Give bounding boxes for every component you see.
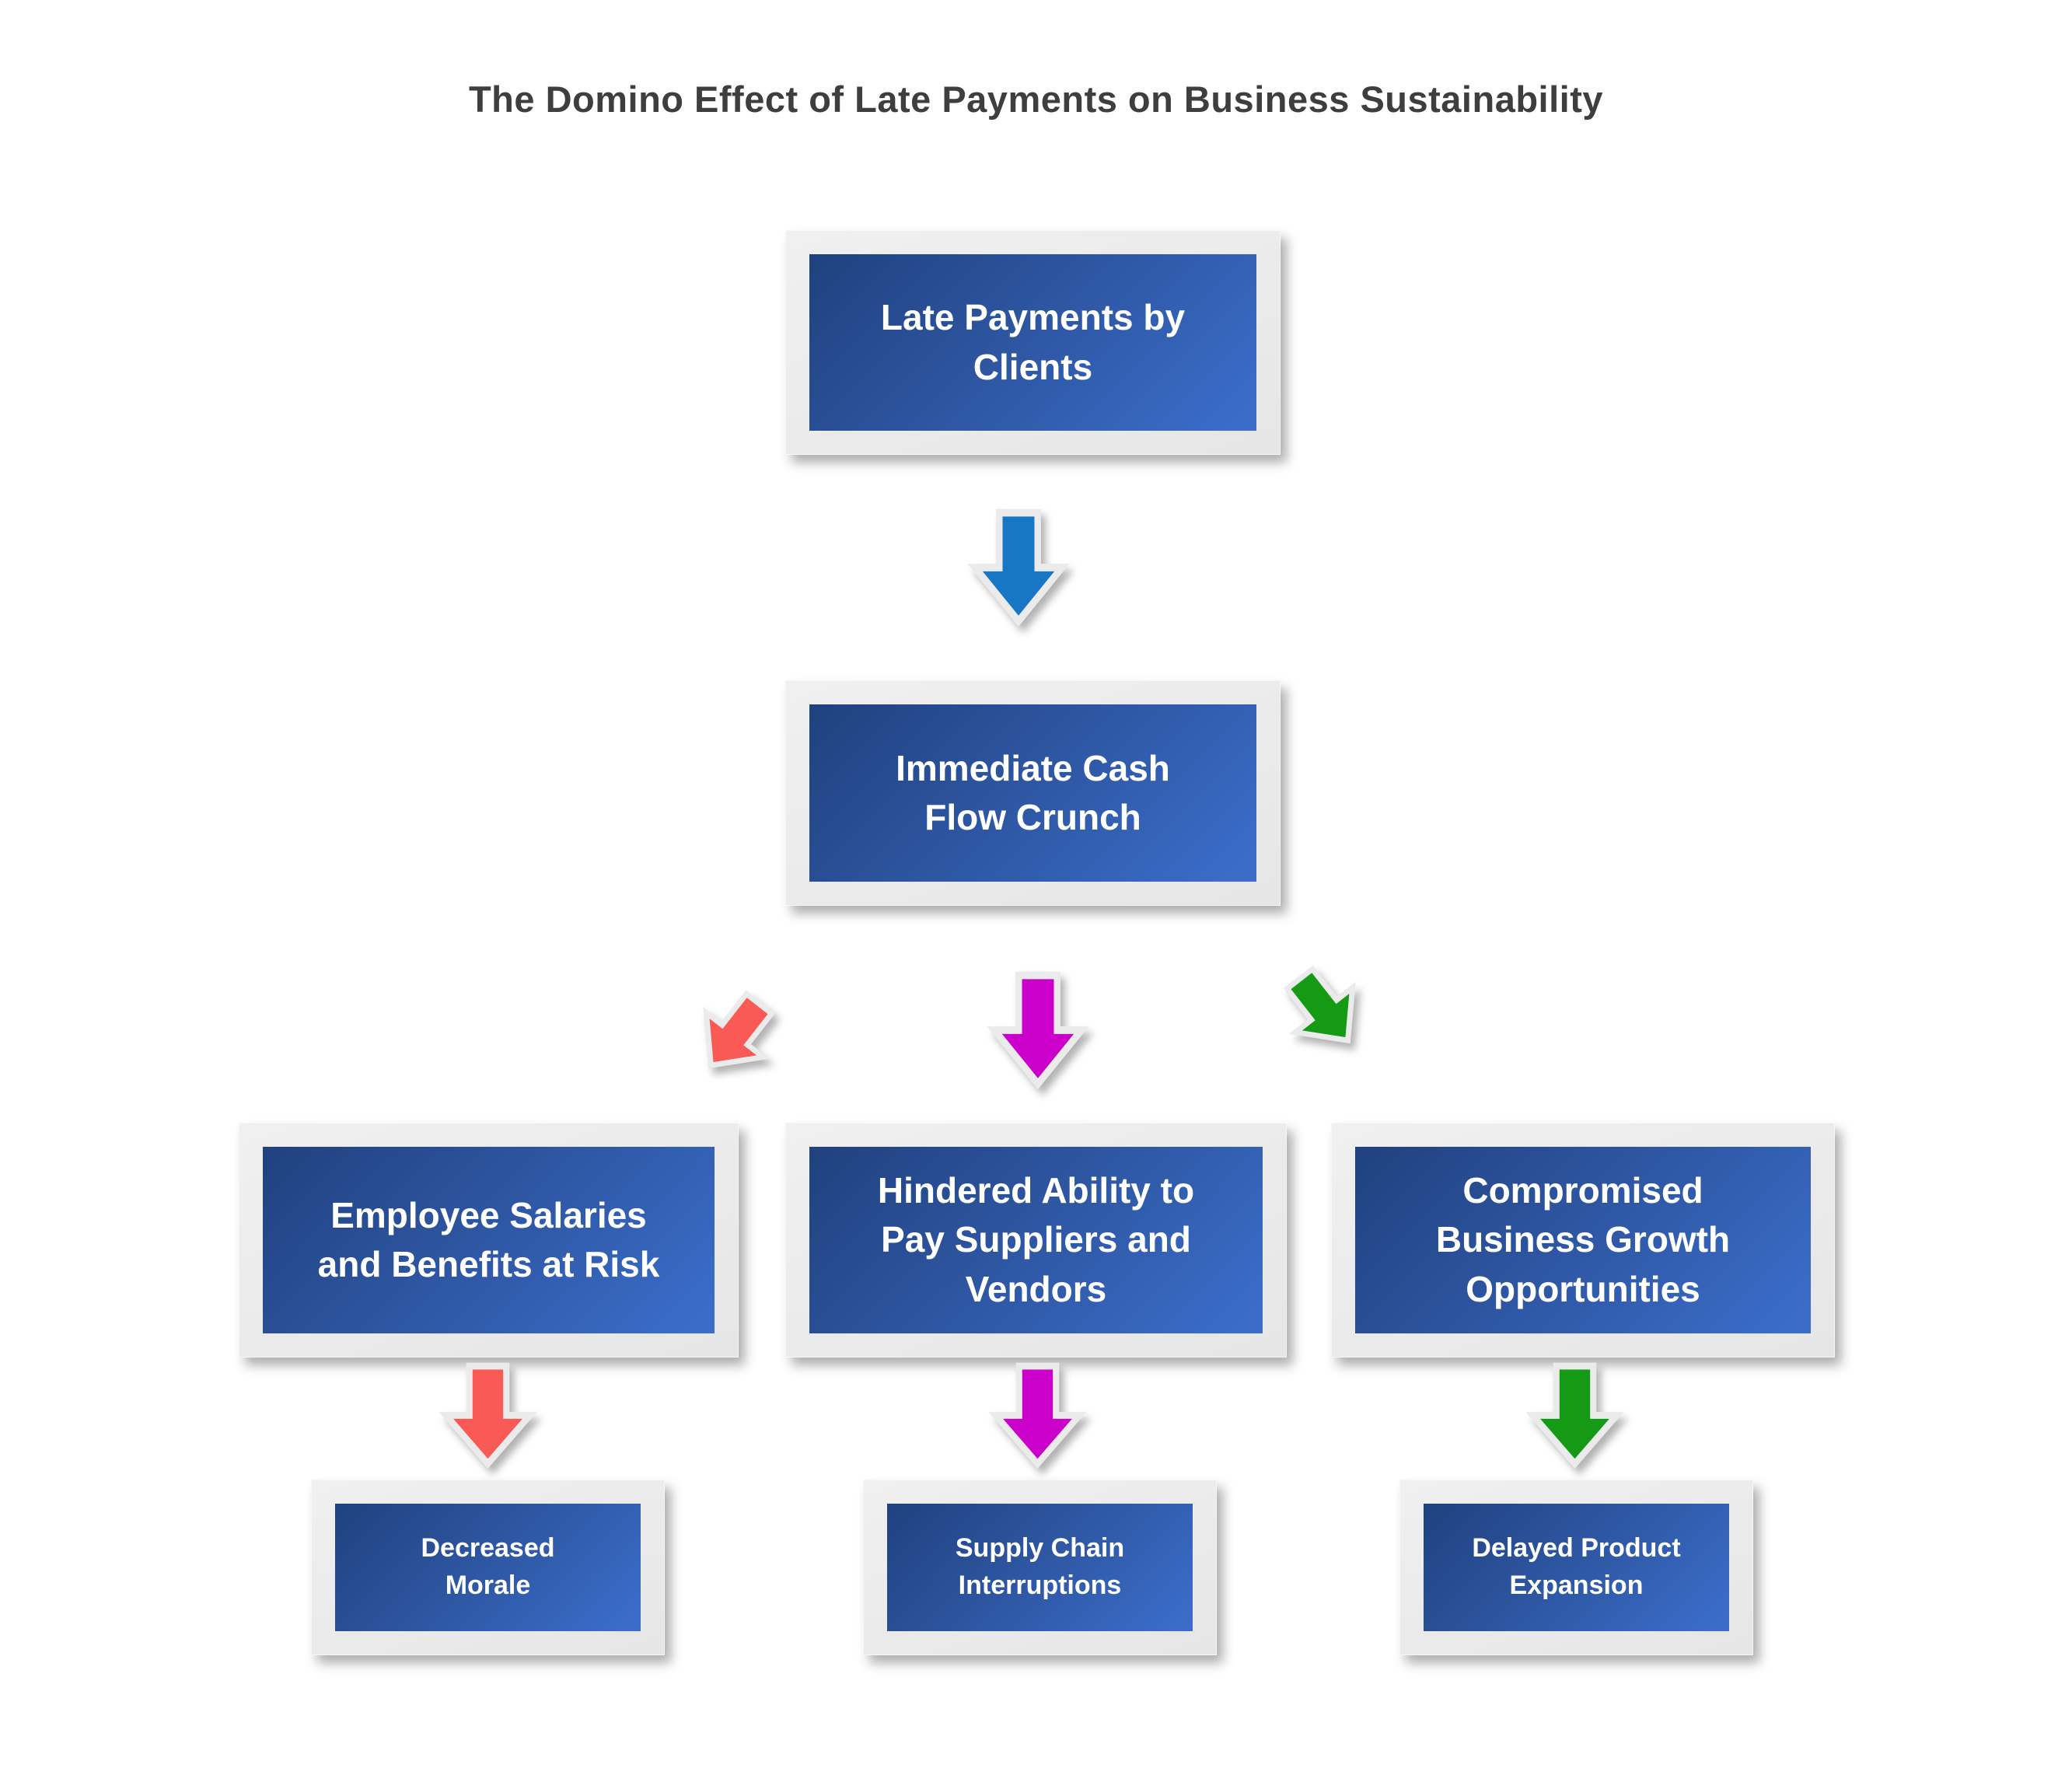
node-late-payments-label: Late Payments by Clients — [880, 297, 1186, 387]
node-suppliers-vendors: Hindered Ability to Pay Suppliers and Ve… — [785, 1123, 1287, 1357]
node-cash-crunch: Immediate Cash Flow Crunch — [785, 680, 1281, 906]
node-decreased-morale-label: Decreased Morale — [421, 1533, 555, 1600]
node-supply-chain-panel: Supply Chain Interruptions — [887, 1504, 1193, 1631]
node-late-payments-panel: Late Payments by Clients — [809, 254, 1256, 431]
node-delayed-expansion-label: Delayed Product Expansion — [1472, 1533, 1681, 1600]
node-growth-opportunities: Compromised Business Growth Opportunitie… — [1331, 1123, 1835, 1357]
node-salaries-risk-label: Employee Salaries and Benefits at Risk — [317, 1194, 660, 1284]
node-supply-chain: Supply Chain Interruptions — [863, 1480, 1217, 1655]
arrow-suppliers-to-supplychain-icon — [988, 1362, 1087, 1469]
node-decreased-morale: Decreased Morale — [311, 1480, 665, 1655]
node-salaries-risk-panel: Employee Salaries and Benefits at Risk — [263, 1147, 715, 1333]
arrow-cash-to-salaries-icon — [693, 990, 777, 1077]
node-suppliers-vendors-panel: Hindered Ability to Pay Suppliers and Ve… — [809, 1147, 1263, 1333]
node-delayed-expansion-panel: Delayed Product Expansion — [1424, 1504, 1729, 1631]
node-cash-crunch-label: Immediate Cash Flow Crunch — [896, 747, 1170, 837]
arrow-cash-to-suppliers-icon — [987, 971, 1089, 1090]
node-late-payments: Late Payments by Clients — [785, 230, 1281, 455]
arrow-cash-to-growth-icon — [1282, 965, 1366, 1052]
node-salaries-risk: Employee Salaries and Benefits at Risk — [239, 1123, 739, 1357]
node-cash-crunch-panel: Immediate Cash Flow Crunch — [809, 704, 1256, 882]
arrow-salaries-to-morale-icon — [439, 1362, 537, 1469]
node-delayed-expansion: Delayed Product Expansion — [1399, 1480, 1753, 1655]
chart-title: The Domino Effect of Late Payments on Bu… — [468, 79, 1604, 120]
arrow-late-to-cash-icon — [967, 508, 1070, 627]
arrow-growth-to-expansion-icon — [1525, 1362, 1624, 1469]
node-decreased-morale-panel: Decreased Morale — [335, 1504, 641, 1631]
node-growth-opportunities-label: Compromised Business Growth Opportunitie… — [1435, 1169, 1731, 1309]
node-supply-chain-label: Supply Chain Interruptions — [955, 1533, 1125, 1600]
node-suppliers-vendors-label: Hindered Ability to Pay Suppliers and Ve… — [877, 1169, 1195, 1309]
node-growth-opportunities-panel: Compromised Business Growth Opportunitie… — [1355, 1147, 1811, 1333]
